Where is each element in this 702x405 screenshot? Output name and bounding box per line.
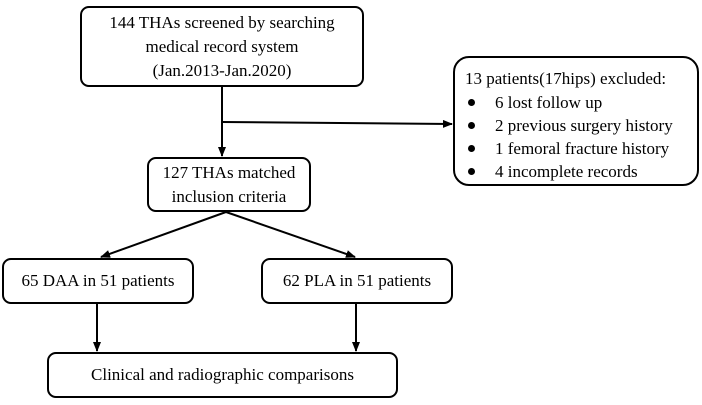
- daa-box: 65 DAA in 51 patients: [2, 258, 194, 304]
- comparisons-box: Clinical and radiographic comparisons: [47, 352, 398, 398]
- excluded-item-text: 4 incomplete records: [495, 162, 638, 181]
- arrow-matched-to-daa: [100, 211, 227, 258]
- matched-box: 127 THAs matched inclusion criteria: [147, 157, 311, 212]
- screened-box: 144 THAs screened by searching medical r…: [80, 6, 364, 87]
- arrow-to-excluded: [221, 119, 453, 128]
- excluded-item: 4 incomplete records: [465, 160, 697, 183]
- bullet-icon: [468, 99, 475, 106]
- excluded-list: 6 lost follow up 2 previous surgery hist…: [465, 91, 697, 183]
- excluded-item-text: 2 previous surgery history: [495, 116, 673, 135]
- screened-line-3: (Jan.2013-Jan.2020): [152, 60, 292, 80]
- excluded-item-text: 1 femoral fracture history: [495, 139, 670, 158]
- excluded-item: 6 lost follow up: [465, 91, 697, 114]
- screened-line-1: 144 THAs screened by searching: [109, 12, 335, 32]
- comparisons-label: Clinical and radiographic comparisons: [91, 365, 354, 384]
- excluded-item: 1 femoral fracture history: [465, 137, 697, 160]
- excluded-item-text: 6 lost follow up: [495, 93, 603, 112]
- matched-line-1: 127 THAs matched: [162, 162, 296, 182]
- screened-line-2: medical record system: [145, 36, 299, 56]
- arrow-matched-to-pla: [225, 211, 356, 258]
- matched-line-2: inclusion criteria: [171, 186, 287, 206]
- pla-box: 62 PLA in 51 patients: [261, 258, 453, 304]
- bullet-icon: [468, 145, 475, 152]
- daa-label: 65 DAA in 51 patients: [21, 271, 175, 290]
- bullet-icon: [468, 168, 475, 175]
- bullet-icon: [468, 122, 475, 129]
- excluded-heading: 13 patients(17hips) excluded:: [465, 69, 667, 88]
- pla-label: 62 PLA in 51 patients: [282, 271, 432, 290]
- excluded-item: 2 previous surgery history: [465, 114, 697, 137]
- excluded-box: 13 patients(17hips) excluded: 6 lost fol…: [453, 56, 699, 186]
